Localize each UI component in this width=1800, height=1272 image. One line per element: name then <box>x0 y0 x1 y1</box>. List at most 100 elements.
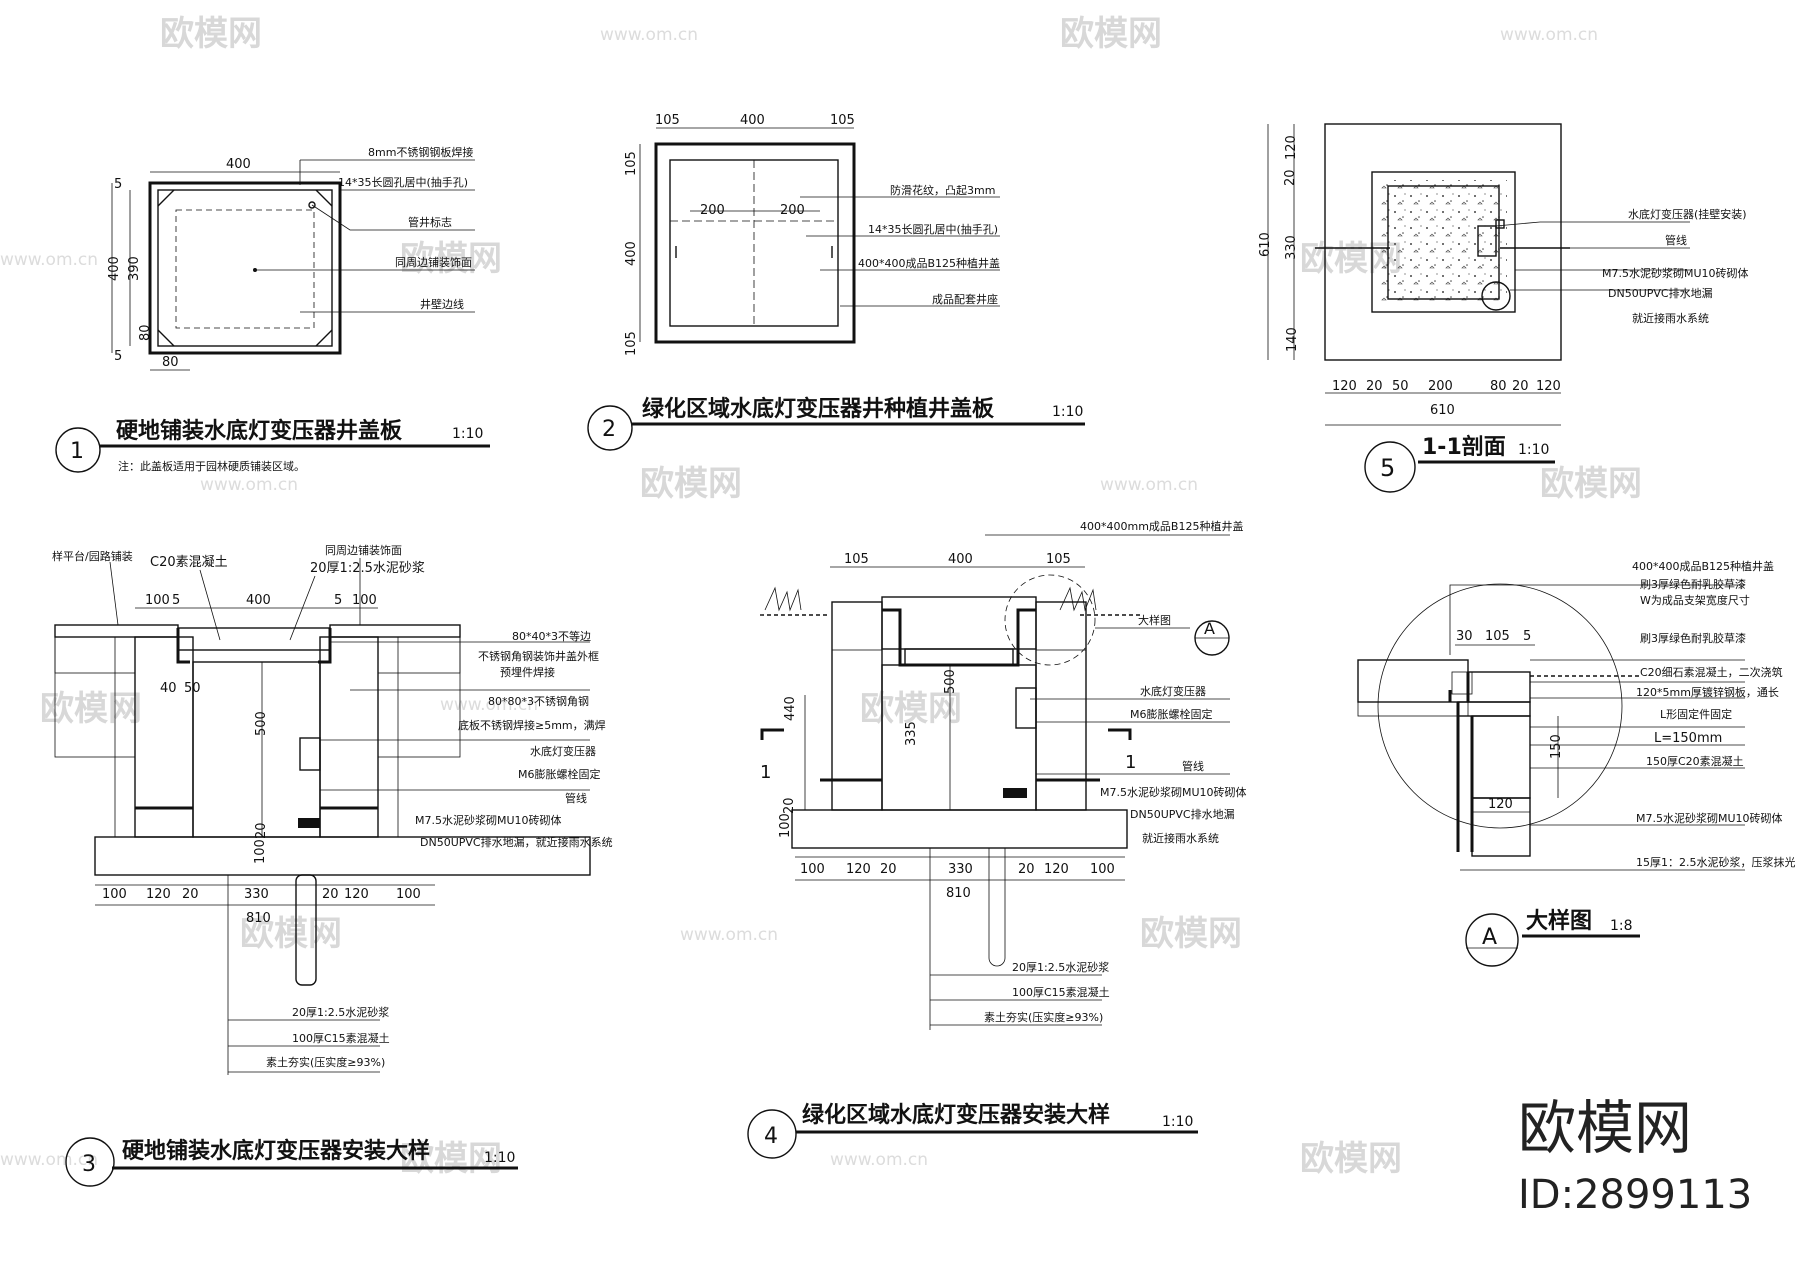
d4-dim-500: 500 <box>943 669 958 694</box>
dA-label-10: M7.5水泥砂浆砌MU10砖砌体 <box>1636 811 1783 825</box>
d5-wall <box>1324 123 1562 361</box>
d4-right-label-3: 管线 <box>1182 759 1204 773</box>
d5-scale: 1:10 <box>1518 442 1549 458</box>
d1-well-edge <box>175 209 315 329</box>
d5-label-2: 管线 <box>1665 233 1687 247</box>
d5-dim-left-1: 120 <box>1284 135 1299 160</box>
d1-label-1: 8mm不锈钢钢板焊接 <box>368 145 473 159</box>
dA-dim-top-3: 5 <box>1523 629 1531 644</box>
d3-dim-40: 40 <box>160 681 177 696</box>
watermark-9: 欧模网 <box>240 914 342 954</box>
d3-top-label-2: C20素混凝土 <box>150 554 228 570</box>
d1-handle-hole <box>308 201 316 209</box>
d4-dim-bottom-7: 100 <box>1090 862 1115 877</box>
d3-dim-bottom-2: 120 <box>146 887 171 902</box>
d4-cover <box>881 596 1037 650</box>
d2-label-3: 400*400成品B125种植井盖 <box>858 256 1000 270</box>
d3-dim-bottom-1: 100 <box>102 887 127 902</box>
dA-ref: A <box>1482 925 1497 950</box>
d4-num-circle <box>747 1109 797 1159</box>
dA-dim-top-1: 30 <box>1456 629 1473 644</box>
d4-base-label-1: 20厚1:2.5水泥砂浆 <box>1012 960 1109 974</box>
d5-dim-bottom-6: 20 <box>1512 379 1529 394</box>
d4-right-label-1: 水底灯变压器 <box>1140 684 1206 698</box>
d1-dim-80v: 80 <box>138 324 153 341</box>
d1-dim-5b: 5 <box>114 349 122 364</box>
watermark-url-5: www.om.cn <box>200 475 298 495</box>
logo-name: 欧模网 <box>1518 1094 1692 1162</box>
d5-dim-bottom-1: 120 <box>1332 379 1357 394</box>
drawing-5: 120 20 330 140 610 120 20 50 200 80 20 1… <box>1258 123 1749 493</box>
dA-label-3: W为成品支架宽度尺寸 <box>1640 593 1750 607</box>
d4-right-label-6: 就近接雨水系统 <box>1142 831 1219 845</box>
watermark-10: 欧模网 <box>1140 914 1242 954</box>
d5-transformer <box>1477 225 1497 257</box>
watermark-7: 欧模网 <box>40 689 142 729</box>
dA-brick <box>1471 797 1531 857</box>
d5-dim-bottom-7: 120 <box>1536 379 1561 394</box>
drawing-4: 400*400mm成品B125种植井盖 105 400 105 大样图 A 44… <box>747 519 1247 1159</box>
d1-dim-top: 400 <box>226 157 251 172</box>
dA-dim-120: 120 <box>1488 797 1513 812</box>
d3-dim-bottom-5: 20 <box>322 887 339 902</box>
d5-dim-bottom-total: 610 <box>1430 403 1455 418</box>
d4-section-mark-right: 1 <box>1125 752 1136 773</box>
dA-title: 大样图 <box>1526 908 1592 934</box>
d5-label-4: DN50UPVC排水地漏 <box>1608 286 1713 300</box>
d5-dim-total: 610 <box>1258 232 1273 257</box>
d3-dim-top-4: 5 <box>334 593 342 608</box>
d5-num: 5 <box>1380 454 1395 482</box>
d5-dim-bottom-2: 20 <box>1366 379 1383 394</box>
drawing-3: 样平台/园路铺装 C20素混凝土 同周边铺装饰面 20厚1:2.5水泥砂浆 10… <box>52 543 613 1187</box>
d3-base-label-2: 100厚C15素混凝土 <box>292 1031 390 1045</box>
d3-right-label-9: M7.5水泥砂浆砌MU10砖砌体 <box>415 813 562 827</box>
d1-corners <box>157 189 333 347</box>
d3-cover <box>177 627 331 651</box>
d3-right-label-6: 水底灯变压器 <box>530 744 596 758</box>
dA-scale: 1:8 <box>1610 918 1633 934</box>
dA-concrete <box>1471 715 1531 799</box>
d4-dim-335: 335 <box>904 721 919 746</box>
d1-label-5: 井壁边线 <box>420 297 464 311</box>
d1-title: 硬地铺装水底灯变压器井盖板 <box>116 418 403 444</box>
d3-dim-bottom-6: 120 <box>344 887 369 902</box>
dA-label-1: 400*400成品B125种植井盖 <box>1632 559 1774 573</box>
watermark-8: 欧模网 <box>860 689 962 729</box>
d4-dim-bottom-6: 120 <box>1044 862 1069 877</box>
d1-scale: 1:10 <box>452 426 483 442</box>
d3-right-label-2: 不锈钢角钢装饰井盖外框 <box>478 649 599 663</box>
svg-text:欧模网: 欧模网 <box>1060 14 1162 54</box>
dA-label-2: 刷3厚绿色耐乳胶草漆 <box>1640 577 1746 591</box>
d5-dim-bottom-4: 200 <box>1428 379 1453 394</box>
watermark-2: 欧模网 www.om.cn <box>1060 14 1598 54</box>
d4-dim-bottom-1: 100 <box>800 862 825 877</box>
d5-label-1: 水底灯变压器(挂壁安装) <box>1628 207 1747 221</box>
d2-outer-frame <box>654 142 856 344</box>
d4-base-label-3: 素土夯实(压实度≥93%) <box>984 1010 1103 1024</box>
d3-num: 3 <box>82 1152 96 1177</box>
d5-label-5: 就近接雨水系统 <box>1632 311 1709 325</box>
watermark-url-9: www.om.cn <box>680 925 778 945</box>
d5-label-3: M7.5水泥砂浆砌MU10砖砌体 <box>1602 266 1749 280</box>
d4-detail-label: 大样图 <box>1138 613 1171 627</box>
d1-inner-frame <box>157 189 333 347</box>
d2-dim-top-1: 105 <box>655 113 680 128</box>
d4-dim-440: 440 <box>783 696 798 721</box>
dA-label-8: L=150mm <box>1654 731 1722 746</box>
d3-right-label-5: 底板不锈钢焊接≥5mm，满焊 <box>458 718 606 732</box>
d3-right-label-4: 80*80*3不锈钢角钢 <box>488 695 589 708</box>
d3-dim-bottom-7: 100 <box>396 887 421 902</box>
watermark-12: 欧模网 <box>1300 1139 1402 1179</box>
d3-right-label-10: DN50UPVC排水地漏，就近接雨水系统 <box>420 835 613 849</box>
d5-dim-left-2: 20 <box>1283 169 1298 186</box>
svg-text:www.om.cn: www.om.cn <box>1500 25 1598 45</box>
d3-top-label-1: 样平台/园路铺装 <box>52 549 133 563</box>
d3-right-label-3: 预埋件焊接 <box>500 665 555 679</box>
d4-num: 4 <box>764 1124 778 1149</box>
dA-dim-150: 150 <box>1549 734 1564 759</box>
d1-num-circle <box>55 427 101 473</box>
d2-scale: 1:10 <box>1052 404 1083 420</box>
svg-text:www.om.cn: www.om.cn <box>600 25 698 45</box>
d2-dim-left-2: 400 <box>624 241 639 266</box>
dA-label-4: 刷3厚绿色耐乳胶草漆 <box>1640 631 1746 645</box>
